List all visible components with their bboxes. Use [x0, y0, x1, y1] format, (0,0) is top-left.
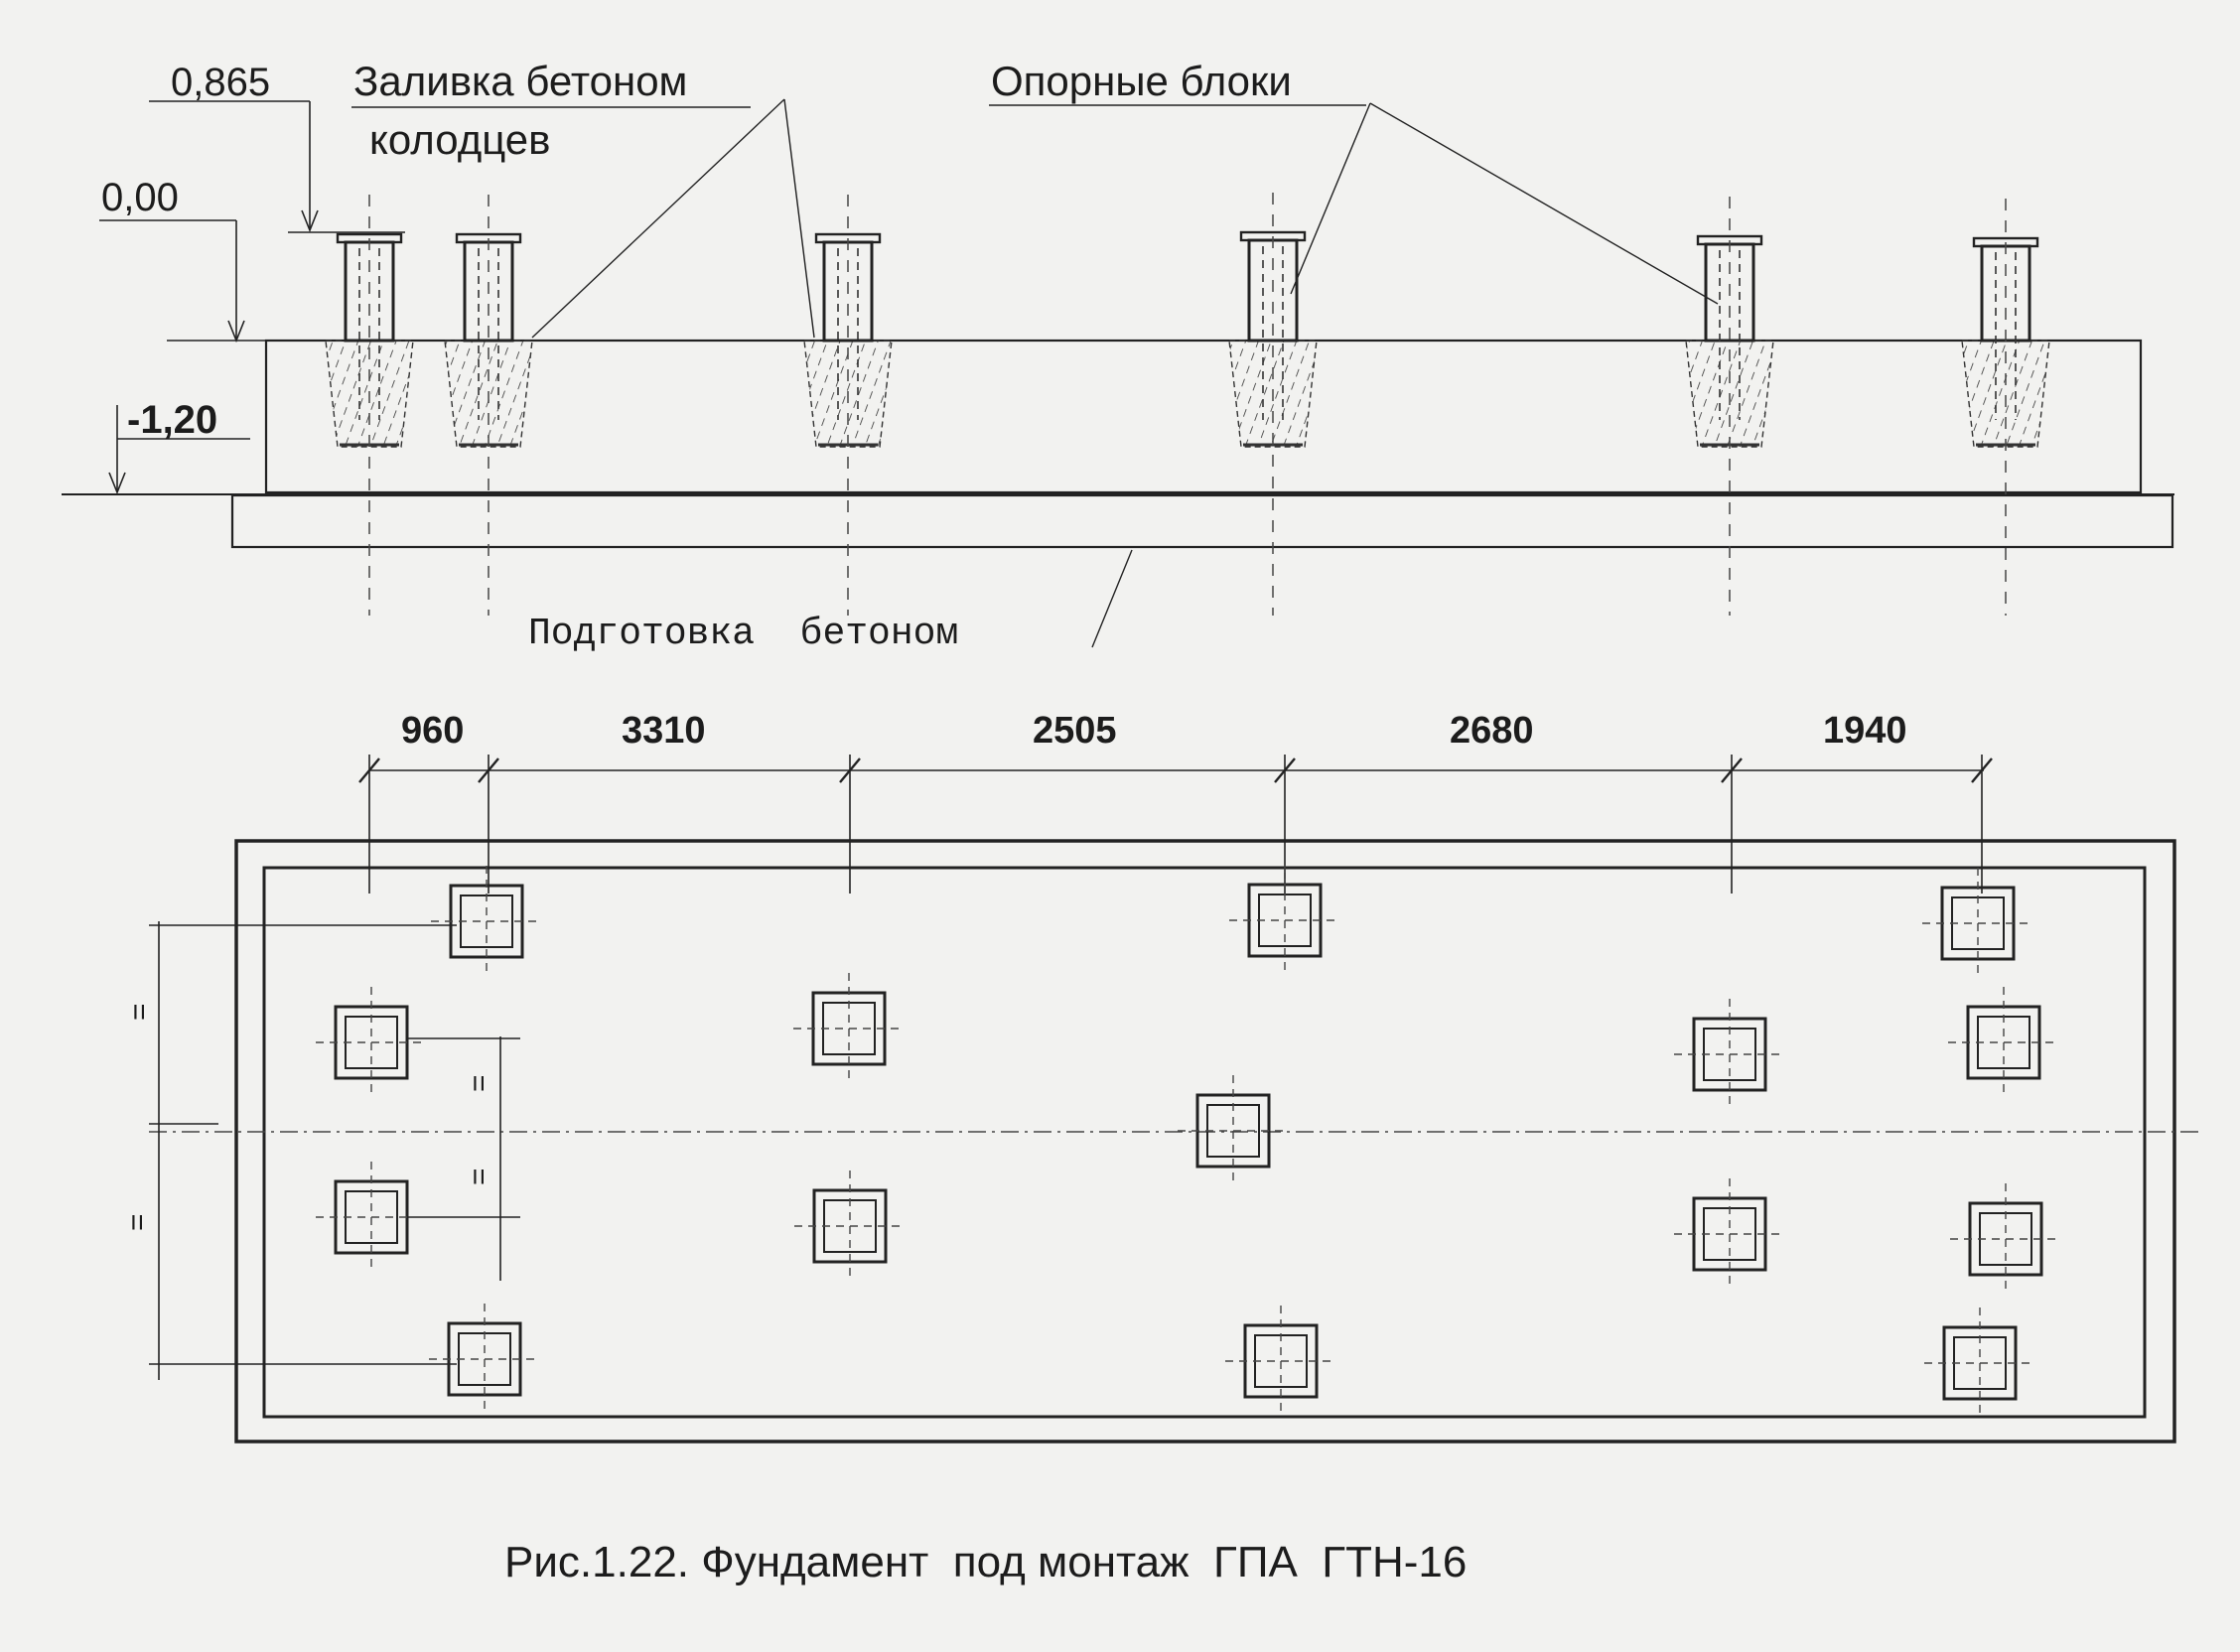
svg-text:=: = — [463, 1074, 495, 1092]
anchor-block — [1950, 1183, 2061, 1295]
well-and-block — [444, 195, 533, 616]
section-view: 0,865 0,00 -1,20 Заливка бетоном колодце… — [62, 58, 2174, 655]
plan-inner-outline — [262, 866, 2147, 1419]
svg-text:=: = — [121, 1213, 154, 1231]
elevation-zero-mark: 0,00 — [99, 176, 245, 344]
dimension-tick — [1721, 757, 1743, 783]
dimension-label-2680: 2680 — [1450, 710, 1534, 752]
callout-concrete-prep-label: Подготовка бетоном — [528, 613, 958, 655]
callout-concrete-fill-line2: колодцев — [369, 116, 550, 163]
svg-text:=: = — [123, 1003, 156, 1021]
anchor-block — [1178, 1075, 1289, 1186]
dimension-ticks — [358, 755, 1993, 894]
callout-concrete-prep: Подготовка бетоном — [528, 549, 1133, 655]
dimension-label-3310: 3310 — [622, 710, 706, 752]
dimension-label-2505: 2505 — [1033, 710, 1117, 752]
vertical-dimensions: = = = = — [121, 921, 520, 1380]
elevation-bottom-label: -1,20 — [127, 398, 217, 442]
figure-caption: Рис.1.22. Фундамент под монтаж ГПА ГТН-1… — [504, 1538, 1467, 1586]
anchor-block — [429, 1304, 540, 1415]
anchor-block — [1674, 1178, 1785, 1290]
dimension-tick — [358, 757, 380, 783]
elevation-zero-label: 0,00 — [101, 176, 179, 219]
dimension-chain: 960 3310 2505 2680 1940 — [358, 710, 1993, 894]
dimension-tick — [839, 757, 861, 783]
svg-text:=: = — [463, 1168, 495, 1185]
callout-support-blocks-label: Опорные блоки — [991, 58, 1292, 104]
well-and-block — [1961, 199, 2050, 616]
anchor-block — [1225, 1306, 1336, 1417]
callout-concrete-fill: Заливка бетоном колодцев — [351, 58, 815, 339]
plan-blocks-group — [316, 865, 2061, 1419]
anchor-block — [1924, 1308, 2035, 1419]
anchor-block — [316, 987, 427, 1098]
anchor-block — [1674, 999, 1785, 1110]
anchor-block — [793, 973, 905, 1084]
concrete-prep-layer — [230, 493, 2174, 549]
anchor-block — [431, 866, 542, 977]
wells-group — [325, 193, 2050, 616]
concrete-well — [1961, 340, 2050, 448]
foundation-slab — [264, 339, 2143, 494]
well-and-block — [1685, 197, 1774, 616]
anchor-block — [316, 1162, 427, 1273]
anchor-block — [794, 1170, 906, 1282]
anchor-block — [1948, 987, 2059, 1098]
dimension-tick — [1274, 757, 1296, 783]
elevation-bottom-mark: -1,20 — [108, 398, 250, 495]
well-and-block — [325, 195, 414, 616]
dimension-tick — [1971, 757, 1993, 783]
callout-support-blocks: Опорные блоки — [989, 58, 1719, 305]
well-and-block — [803, 195, 893, 616]
anchor-block — [1229, 865, 1340, 976]
elevation-top-label: 0,865 — [171, 61, 270, 104]
dimension-label-1940: 1940 — [1823, 710, 1907, 752]
well-and-block — [1228, 193, 1318, 616]
dimension-label-960: 960 — [401, 710, 464, 752]
elevation-top-mark: 0,865 — [149, 61, 405, 233]
anchor-block — [1922, 868, 2033, 979]
plan-outer-outline — [234, 839, 2176, 1444]
plan-view: 960 3310 2505 2680 1940 = = = = — [121, 710, 2204, 1444]
callout-concrete-fill-line1: Заливка бетоном — [353, 58, 687, 104]
dimension-tick — [478, 757, 499, 783]
